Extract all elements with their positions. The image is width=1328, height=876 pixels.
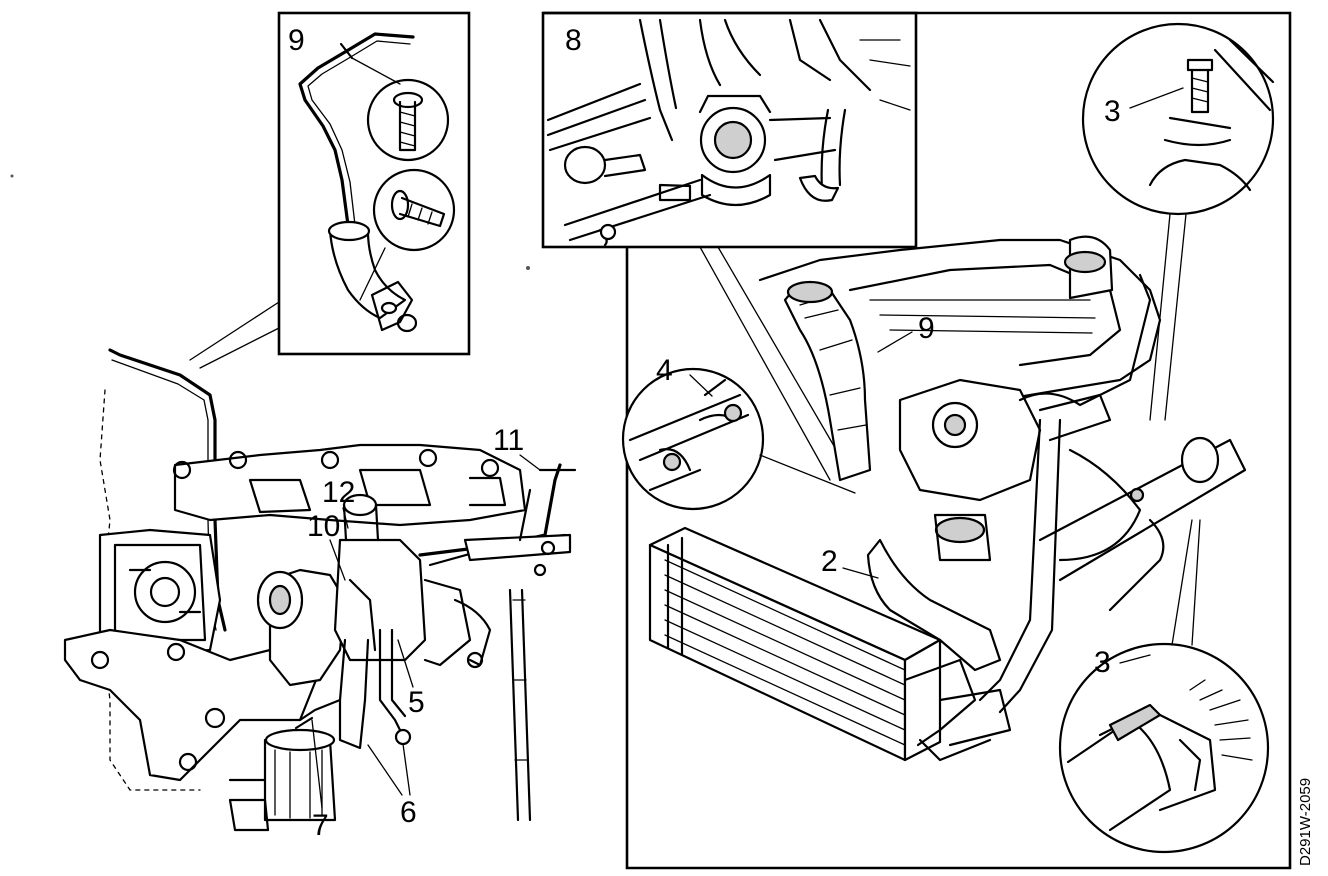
callout-9-main: 9 [918,312,935,345]
inset-8-detail: 8 [541,11,918,249]
callout-6: 6 [400,796,417,829]
leader-line [367,744,403,796]
leader-line [717,246,849,471]
leader-line [199,327,280,369]
stray-dot [526,266,530,270]
callout-5: 5 [408,686,425,719]
callout-7: 7 [312,809,329,842]
magnifier-3-lower: 3 [1058,642,1270,854]
callout-2: 2 [821,545,838,578]
leader-line [1164,213,1187,421]
inset-9-detail: 9 [277,11,471,356]
leader-line [1191,519,1201,646]
callout-3-upper: 3 [1104,95,1121,128]
leader-line [759,454,856,494]
leader-line [342,507,349,529]
intercooler [648,526,1012,762]
leader-line [699,246,831,481]
leader-line [397,639,414,688]
leader-line [1171,519,1193,646]
stray-dot [10,174,14,178]
callout-9-inset: 9 [288,24,305,57]
leader-line [519,454,541,471]
magnifier-3-upper: 3 [1081,22,1275,216]
leader-line [842,567,879,579]
leader-line [189,301,280,361]
callout-4: 4 [656,354,673,387]
leader-line [877,331,913,353]
leader-line [311,719,323,809]
engine-assembly-left [63,348,577,832]
callout-10: 10 [307,510,340,543]
magnifier-4: 4 [621,354,765,511]
figure-code: D291W-2059 [1297,778,1314,866]
leader-line [329,539,346,581]
callout-8: 8 [565,24,582,57]
main-right-frame [543,11,1292,870]
engine-assembly-right [758,235,1247,714]
callout-12: 12 [322,476,355,509]
callout-3-lower: 3 [1094,646,1111,679]
leader-line [402,743,411,796]
callout-11: 11 [493,424,524,457]
